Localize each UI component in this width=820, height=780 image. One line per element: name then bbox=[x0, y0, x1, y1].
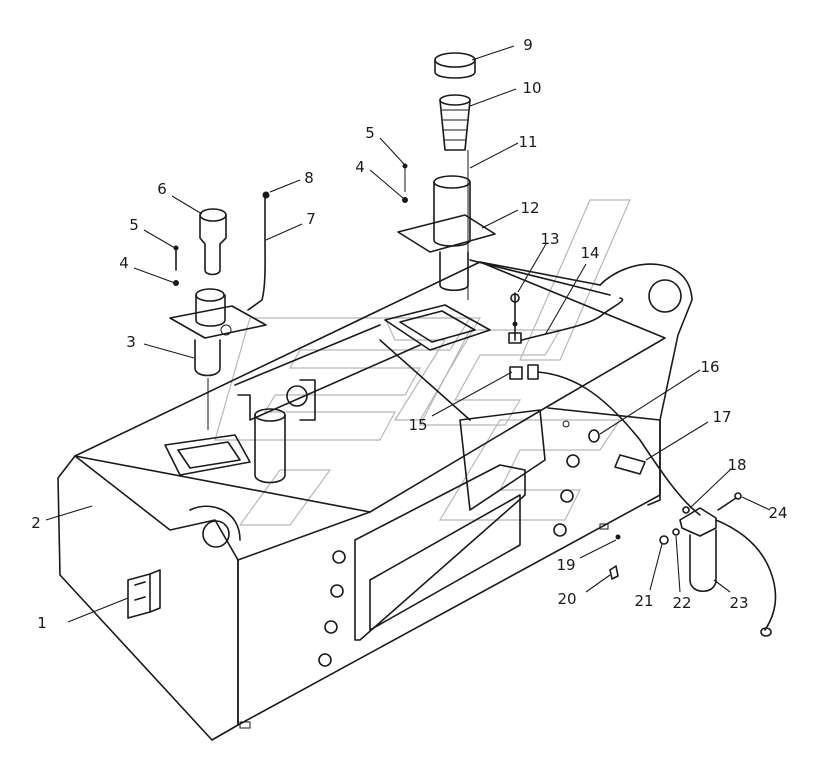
filler-neck-right bbox=[384, 304, 491, 351]
callout-15: 15 bbox=[408, 416, 427, 434]
part-18-24-filter-assembly bbox=[609, 492, 777, 637]
callout-8: 8 bbox=[304, 169, 314, 187]
callout-22: 22 bbox=[672, 594, 691, 612]
callout-4-right: 4 bbox=[355, 158, 365, 176]
callout-17: 17 bbox=[712, 408, 731, 426]
callout-21: 21 bbox=[634, 592, 653, 610]
callout-2: 2 bbox=[31, 514, 41, 532]
part-16-17-fittings bbox=[562, 420, 646, 475]
callout-20: 20 bbox=[557, 590, 576, 608]
callout-19: 19 bbox=[556, 556, 575, 574]
callout-6: 6 bbox=[157, 180, 167, 198]
callout-12: 12 bbox=[520, 199, 539, 217]
callout-24: 24 bbox=[768, 504, 787, 522]
callout-10: 10 bbox=[522, 79, 541, 97]
callout-14: 14 bbox=[580, 244, 599, 262]
callout-7: 7 bbox=[306, 210, 316, 228]
callout-23: 23 bbox=[729, 594, 748, 612]
callout-9: 9 bbox=[523, 36, 533, 54]
callout-4-left: 4 bbox=[119, 254, 129, 272]
filler-neck-left bbox=[164, 408, 286, 484]
part-7-8-dipstick bbox=[247, 191, 270, 311]
fuel-tank-body bbox=[57, 261, 693, 741]
callout-5-right: 5 bbox=[365, 124, 375, 142]
callout-3: 3 bbox=[126, 333, 136, 351]
callout-11: 11 bbox=[518, 133, 537, 151]
watermark-logo bbox=[214, 199, 631, 526]
callout-5-left: 5 bbox=[129, 216, 139, 234]
part-9-12-filler-assembly bbox=[397, 52, 496, 300]
part-13-14-sensor-hose bbox=[469, 259, 701, 516]
leader-lines bbox=[45, 45, 771, 623]
callout-13: 13 bbox=[540, 230, 559, 248]
callout-1: 1 bbox=[37, 614, 47, 632]
part-4-5-bolts-left bbox=[173, 245, 179, 286]
callout-16: 16 bbox=[700, 358, 719, 376]
side-bolts bbox=[318, 454, 580, 667]
part-1-bracket bbox=[127, 569, 161, 619]
part-3-6-filler-assembly bbox=[169, 208, 267, 430]
callout-labels: 1 2 3 4 5 6 7 8 4 5 9 10 11 12 13 14 15 … bbox=[31, 36, 787, 632]
callout-18: 18 bbox=[727, 456, 746, 474]
